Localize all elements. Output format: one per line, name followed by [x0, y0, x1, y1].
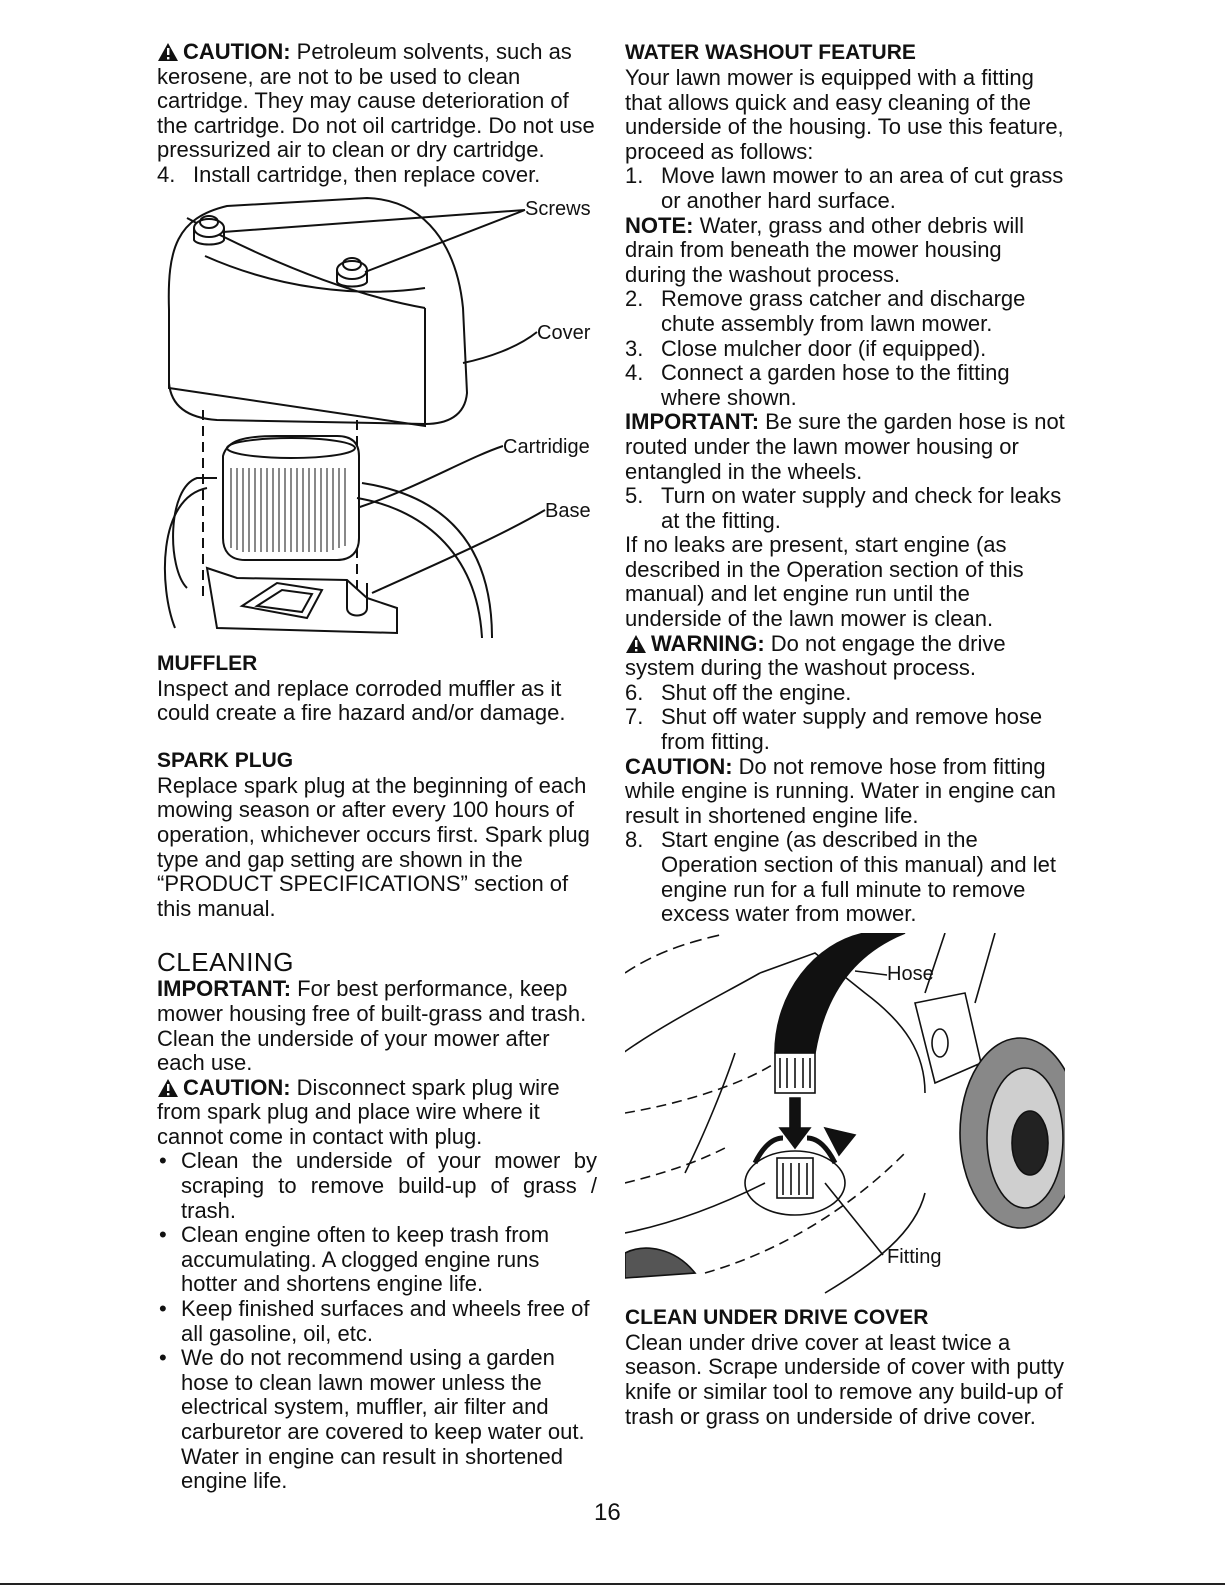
- cleaning-heading: CLEANING: [157, 947, 294, 978]
- air-filter-illustration: [163, 196, 546, 638]
- warning-triangle-icon: [158, 1078, 178, 1097]
- washout-step-6: 6.Shut off the engine.: [625, 679, 852, 705]
- air-filter-figure: Screws Cover Cartridige Base: [157, 188, 597, 643]
- page-number: 16: [594, 1499, 621, 1526]
- washout-step-2: 2.Remove grass catcher and discharge chu…: [625, 286, 1026, 336]
- label-cartridge: Cartridige: [503, 435, 590, 458]
- cleaning-caution: CAUTION: Disconnect spark plug wire from…: [157, 1074, 560, 1149]
- washout-note: NOTE: Water, grass and other debris will…: [625, 212, 1025, 287]
- warning-triangle-icon: [158, 43, 178, 61]
- left-column: CAUTION: Petroleum solvents, such as ker…: [157, 39, 597, 1494]
- warning-triangle-icon: [626, 634, 646, 653]
- washout-caution: CAUTION: Do not remove hose from fitting…: [625, 753, 1056, 828]
- washout-important: IMPORTANT: Be sure the garden hose is no…: [625, 409, 1065, 484]
- washout-step-5: 5.Turn on water supply and check for lea…: [625, 483, 1062, 533]
- label-screws: Screws: [525, 197, 591, 220]
- washout-step-7: 7.Shut off water supply and remove hose …: [625, 704, 1043, 755]
- cleaning-important: IMPORTANT: For best performance, keep mo…: [157, 976, 587, 1076]
- step-4-install-cartridge: 4. Install cartridge, then replace cover…: [157, 161, 541, 187]
- caution-text: Petroleum solvents, such as kerosene, ar…: [157, 39, 595, 163]
- muffler-heading: MUFFLER: [157, 651, 258, 675]
- label-cover: Cover: [537, 321, 591, 344]
- washout-step-8: 8.Start engine (as described in the Oper…: [625, 827, 1057, 927]
- drive-cover-heading: CLEAN UNDER DRIVE COVER: [625, 1305, 929, 1329]
- label-hose: Hose: [887, 962, 934, 985]
- label-base: Base: [545, 499, 591, 522]
- washout-figure: Hose Fitting: [625, 932, 1065, 1305]
- washout-step-1: 1.Move lawn mower to an area of cut gras…: [625, 163, 1064, 213]
- bottom-rule: [0, 1583, 1225, 1585]
- washout-step-3: 3.Close mulcher door (if equipped).: [625, 335, 987, 361]
- washout-warning: WARNING: Do not engage the drive system …: [625, 630, 1006, 681]
- washout-intro: Your lawn mower is equipped with a fitti…: [625, 65, 1064, 164]
- cleaning-bullet-4: •We do not recommend using a garden hose…: [159, 1345, 585, 1494]
- washout-no-leaks: If no leaks are present, start engine (a…: [625, 532, 1024, 632]
- caution-label: CAUTION:: [183, 39, 291, 64]
- right-column: WATER WASHOUT FEATURE Your lawn mower is…: [625, 40, 1065, 1429]
- spark-plug-heading: SPARK PLUG: [157, 748, 294, 772]
- washout-step-4: 4.Connect a garden hose to the fitting w…: [625, 360, 1010, 410]
- drive-cover-text: Clean under drive cover at least twice a…: [625, 1329, 1065, 1429]
- cleaning-bullet-2: •Clean engine often to keep trash from a…: [159, 1222, 550, 1297]
- cleaning-bullet-1: •Clean the underside of your mower by sc…: [159, 1148, 597, 1223]
- hose-fitting-illustration: [625, 932, 1065, 1294]
- muffler-text: Inspect and replace corroded muffler as …: [157, 675, 566, 726]
- caution-cartridge: CAUTION: Petroleum solvents, such as ker…: [157, 39, 597, 163]
- cleaning-bullet-3: •Keep finished surfaces and wheels free …: [159, 1296, 590, 1346]
- spark-plug-text: Replace spark plug at the beginning of e…: [157, 772, 590, 921]
- washout-heading: WATER WASHOUT FEATURE: [625, 41, 916, 64]
- label-fitting: Fitting: [887, 1245, 942, 1268]
